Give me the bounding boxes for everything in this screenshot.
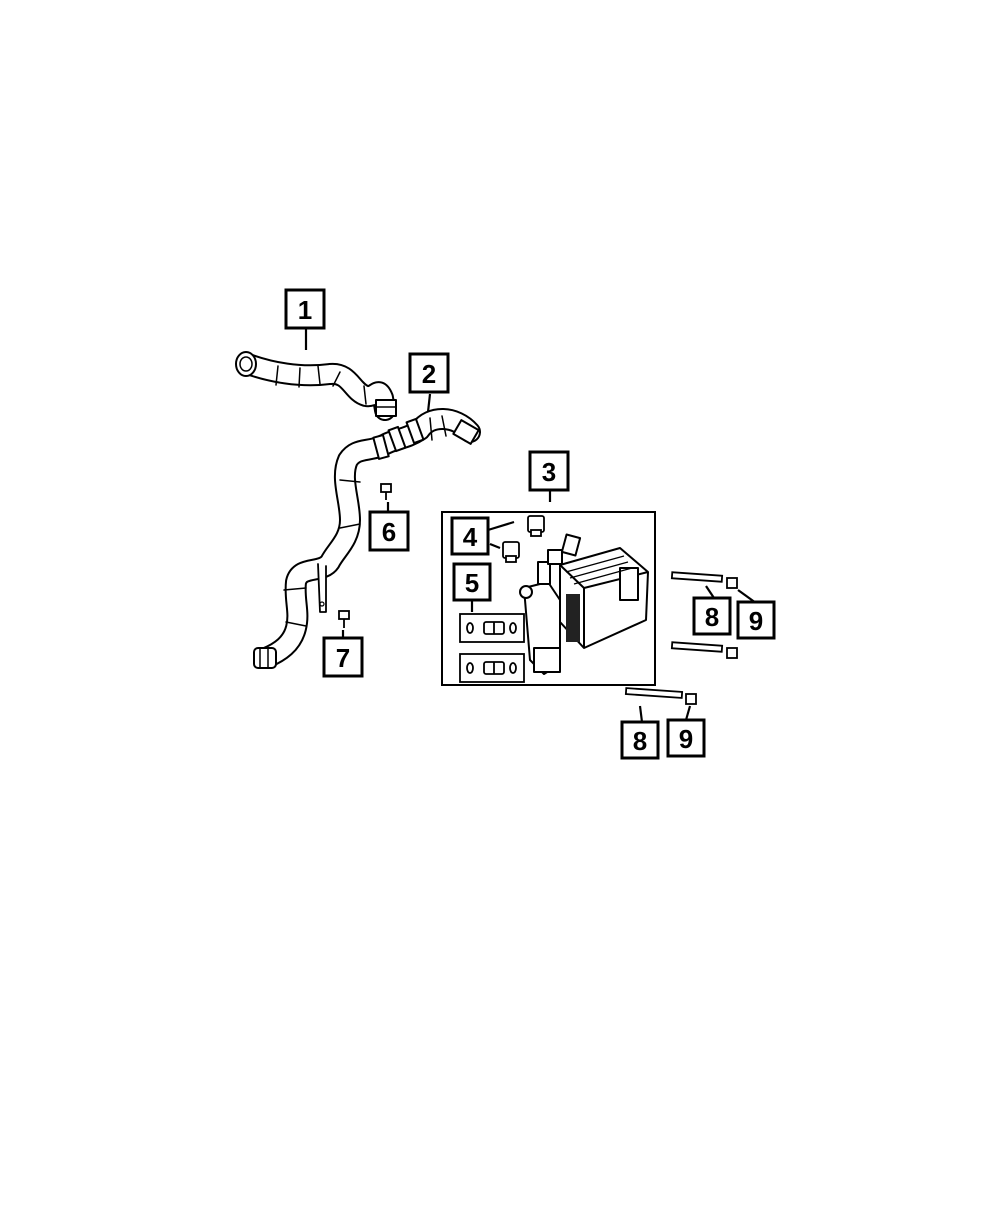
bolt-6 bbox=[380, 483, 392, 500]
svg-text:1: 1 bbox=[298, 295, 312, 325]
nuts-9 bbox=[685, 577, 738, 705]
callout-7: 7 bbox=[322, 636, 364, 678]
assembly-frame-3 bbox=[441, 511, 656, 686]
svg-text:5: 5 bbox=[465, 568, 479, 598]
callout-5: 5 bbox=[452, 562, 492, 602]
svg-text:6: 6 bbox=[382, 517, 396, 547]
svg-text:8: 8 bbox=[633, 726, 647, 756]
svg-text:9: 9 bbox=[749, 606, 763, 636]
oil-cooler-3 bbox=[519, 533, 649, 675]
callout-9-upper: 9 bbox=[736, 600, 776, 640]
hose-1 bbox=[235, 351, 397, 421]
callout-8-upper: 8 bbox=[692, 596, 732, 636]
svg-text:9: 9 bbox=[679, 724, 693, 754]
callout-6: 6 bbox=[368, 510, 410, 552]
bolt-7 bbox=[338, 610, 350, 628]
svg-text:2: 2 bbox=[422, 359, 436, 389]
callout-8-lower: 8 bbox=[620, 720, 660, 760]
callout-9-lower: 9 bbox=[666, 718, 706, 758]
fittings-4 bbox=[502, 515, 545, 563]
callout-4: 4 bbox=[450, 516, 490, 556]
callout-3: 3 bbox=[528, 450, 570, 492]
callout-1: 1 bbox=[284, 288, 326, 330]
svg-text:3: 3 bbox=[542, 457, 556, 487]
svg-text:8: 8 bbox=[705, 602, 719, 632]
seal-kits-5 bbox=[459, 613, 525, 683]
svg-text:4: 4 bbox=[463, 522, 478, 552]
callout-2: 2 bbox=[408, 352, 450, 394]
callouts: 1 2 3 4 5 6 7 8 bbox=[284, 288, 776, 760]
svg-text:7: 7 bbox=[336, 643, 350, 673]
studs-8 bbox=[624, 571, 724, 699]
hose-2 bbox=[253, 408, 481, 669]
